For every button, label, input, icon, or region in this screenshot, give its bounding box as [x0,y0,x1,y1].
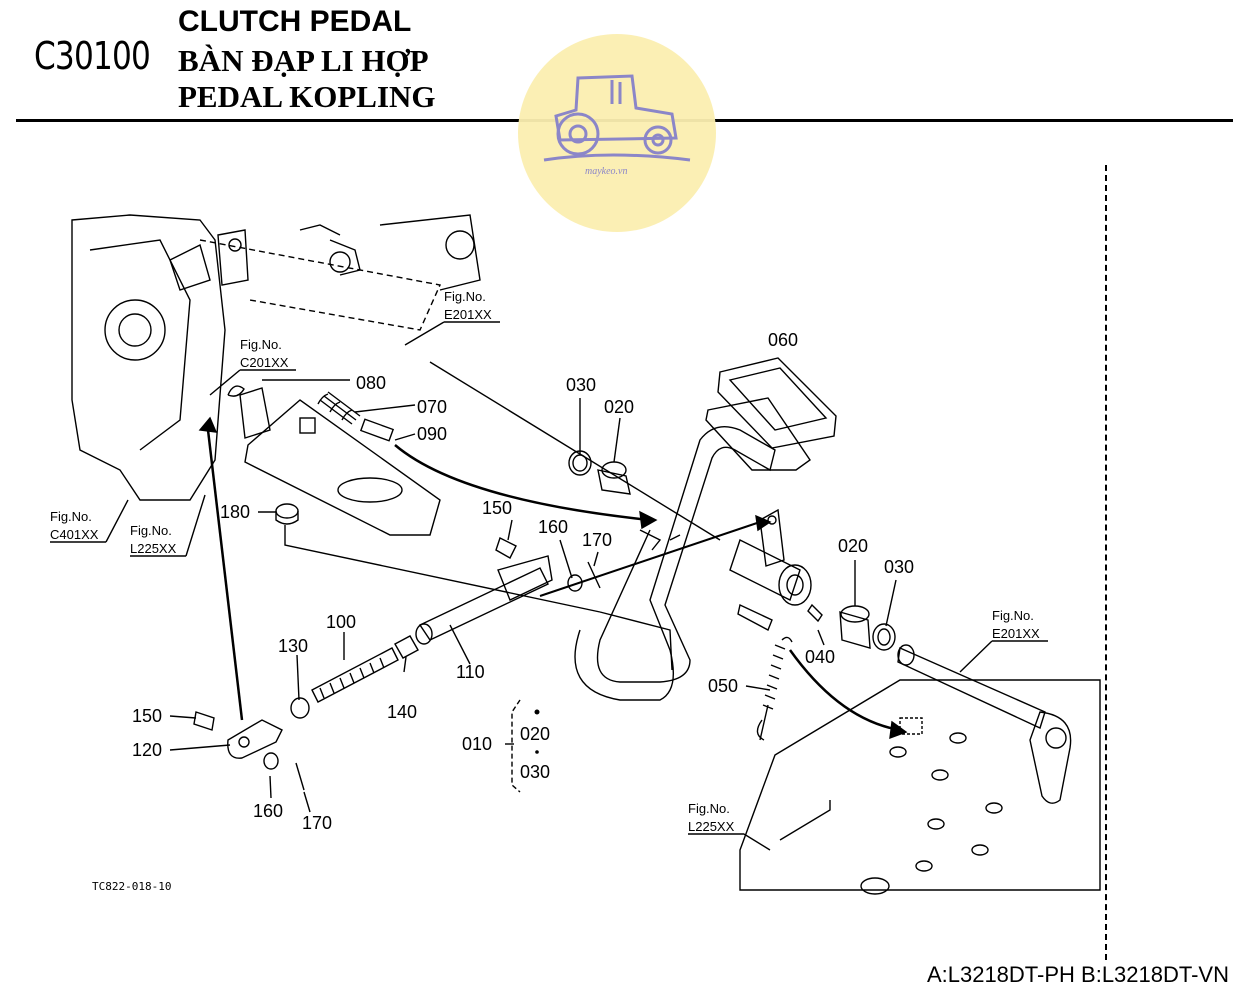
watermark-text: maykeo.vn [585,166,628,177]
part-label: 170 [302,813,332,833]
fig-ref-label: Fig.No. [444,289,486,304]
part-label: 130 [278,636,308,656]
part-label: 050 [708,676,738,696]
part-label: 140 [387,702,417,722]
part-label: 160 [538,517,568,537]
part-label: 120 [132,740,162,760]
part-label: 150 [482,498,512,518]
fig-ref-code: L225XX [688,819,735,834]
fig-ref-code: E201XX [992,626,1040,641]
part-label: 070 [417,397,447,417]
transmission-housing [71,214,226,501]
part-label: 160 [253,801,283,821]
pedal-arm [574,426,776,701]
part-label: 170 [582,530,612,550]
page-code: C30100 [34,34,151,78]
part-label: 020 [520,724,550,744]
fig-ref-label: Fig.No. [688,801,730,816]
part-label: 150 [132,706,162,726]
part-label: 020 [838,536,868,556]
fig-ref-code: C201XX [240,355,289,370]
drawing-code: TC822-018-10 [92,880,172,893]
part-label: 100 [326,612,356,632]
part-label: 010 [462,734,492,754]
title-vietnamese: BÀN ĐẠP LI HỢP [178,43,429,78]
part-label: 030 [520,762,550,782]
part-label: 060 [768,330,798,350]
part-label: 080 [356,373,386,393]
fig-ref-code: C401XX [50,527,99,542]
fig-ref-label: Fig.No. [130,523,172,538]
part-label: 030 [566,375,596,395]
part-label: 030 [884,557,914,577]
pedal-bracket [244,399,441,536]
page-divider [1105,165,1107,960]
fig-ref-code: L225XX [130,541,177,556]
fig-ref-label: Fig.No. [240,337,282,352]
part-label: 110 [456,662,485,682]
part-label: 090 [417,424,447,444]
fig-ref-label: Fig.No. [50,509,92,524]
fig-ref-label: Fig.No. [992,608,1034,623]
part-label: 020 [604,397,634,417]
part-label: 180 [220,502,250,522]
model-footer: A:L3218DT-PH B:L3218DT-VN [926,962,1229,987]
fig-ref-code: E201XX [444,307,492,322]
pedal-pad [717,357,837,449]
part-label: 040 [805,647,835,667]
title-indonesian: PEDAL KOPLING [178,79,436,114]
clutch-rod [418,567,549,641]
title-english: CLUTCH PEDAL [178,5,412,38]
